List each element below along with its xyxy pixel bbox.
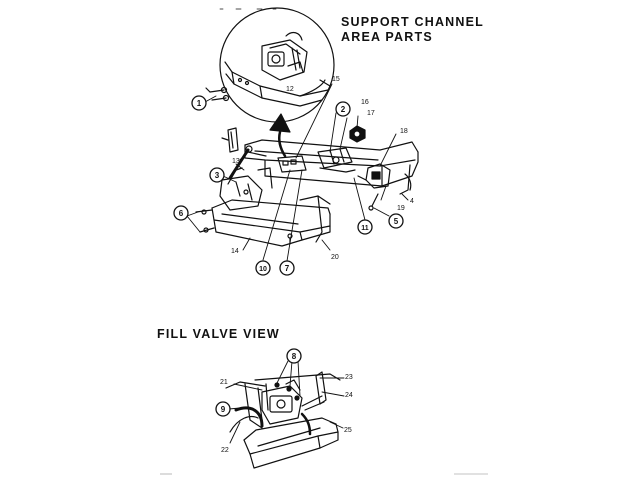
callout-label-7: 7 (285, 264, 290, 273)
callout-label-16: 16 (361, 99, 369, 106)
callout-label-2: 2 (341, 105, 346, 114)
part-2-16-assembly (317, 147, 356, 173)
callout-label-6: 6 (179, 209, 184, 218)
callout-label-15: 15 (332, 76, 340, 83)
callout-circle-3 (209, 167, 225, 183)
callout-label-20: 20 (331, 254, 339, 261)
part-3-bracket (219, 167, 273, 211)
callout-circle-6 (173, 205, 189, 221)
fill-valve-bracket (301, 371, 327, 411)
support-plain-callouts: 4 12 13 14 15 16 17 18 19 20 (231, 76, 414, 261)
callout-circle-1 (191, 95, 207, 111)
fill-valve-hose (229, 406, 312, 436)
fill-valve-circled-numbers: 8 9 (221, 352, 297, 414)
callout-label-9: 9 (221, 405, 226, 414)
callout-label-23: 23 (345, 374, 353, 381)
detail-channel (224, 61, 329, 107)
part-15-plate (277, 155, 307, 173)
fill-valve-body (261, 379, 303, 425)
callout-label-19: 19 (397, 205, 405, 212)
support-channel-title-line1: SUPPORT CHANNEL (341, 15, 485, 29)
fill-valve-leaders (228, 360, 345, 444)
callout-label-18: 18 (400, 128, 408, 135)
callout-label-13: 13 (232, 158, 240, 165)
fill-valve-plain-callouts: 21 22 23 24 25 (220, 374, 353, 454)
callout-circle-5 (388, 213, 404, 229)
callout-label-10: 10 (259, 266, 267, 273)
part-13-rod (228, 145, 253, 180)
callout-label-12: 12 (286, 86, 294, 93)
fill-valve-channel (243, 417, 339, 469)
callout-label-4: 4 (410, 198, 414, 205)
pointer-arrow (269, 113, 291, 158)
support-circled-callouts (173, 95, 404, 276)
part-18-clip (357, 163, 391, 189)
part-5-screw (368, 193, 379, 211)
part-14-channel (211, 199, 331, 247)
callout-label-21: 21 (220, 379, 228, 386)
support-circled-numbers: 1 2 3 5 6 7 10 11 (179, 99, 399, 273)
callout-circle-11 (357, 219, 373, 235)
part-20-frame (299, 195, 331, 243)
part-6-screws (195, 209, 215, 233)
callout-circle-7 (279, 260, 295, 276)
detail-part-12 (261, 31, 308, 81)
callout-circle-8 (286, 348, 302, 364)
callout-label-11: 11 (361, 225, 369, 232)
callout-circle-10 (255, 260, 271, 276)
fill-valve-title: FILL VALVE VIEW (157, 327, 280, 341)
callout-label-1: 1 (197, 99, 202, 108)
support-leaders (186, 83, 409, 262)
callout-label-3: 3 (215, 171, 220, 180)
callout-label-22: 22 (221, 447, 229, 454)
support-channel-title: SUPPORT CHANNEL AREA PARTS (341, 15, 484, 45)
callout-label-8: 8 (292, 352, 297, 361)
callout-label-17: 17 (367, 110, 375, 117)
detail-magnifier-circle (219, 7, 335, 123)
detail-screws (205, 86, 230, 102)
callout-label-24: 24 (345, 392, 353, 399)
support-channel-title-line2: AREA PARTS (341, 30, 433, 44)
callout-label-5: 5 (394, 217, 399, 226)
callout-label-14: 14 (231, 248, 239, 255)
callout-label-25: 25 (344, 427, 352, 434)
fill-valve-circled-callouts (215, 348, 302, 417)
callout-circle-2 (335, 101, 351, 117)
part-17-nut (349, 125, 366, 143)
callout-circle-9 (215, 401, 231, 417)
